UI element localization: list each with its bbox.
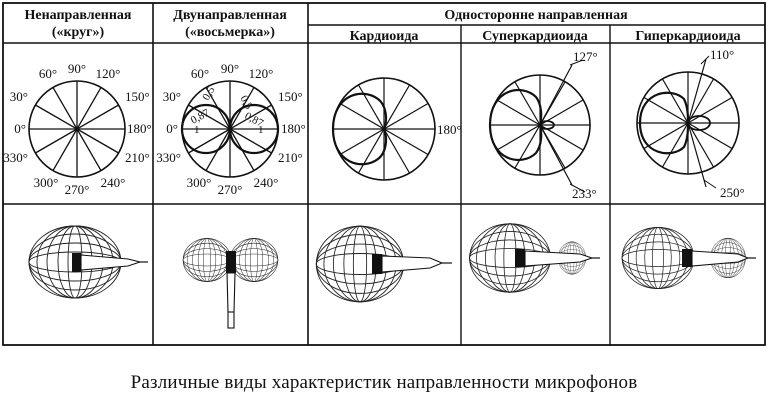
bi-polar-plot: 90° 60° 120° 30° 150° 0° 180° 330° 210° … bbox=[156, 61, 305, 197]
header-bi: Двунаправленная bbox=[173, 8, 287, 23]
bi-label-240: 240° bbox=[254, 175, 279, 190]
bi-label-120: 120° bbox=[249, 66, 274, 81]
omni-label-240: 240° bbox=[101, 175, 126, 190]
bi-label-180: 180° bbox=[281, 121, 306, 136]
bi-value-1-right: 1 bbox=[258, 124, 264, 136]
bi-label-330: 330° bbox=[156, 150, 181, 165]
bi-label-90: 90° bbox=[221, 61, 239, 76]
header-omni: Ненаправленная bbox=[25, 8, 132, 23]
header-bi-sub: («восьмерка») bbox=[185, 25, 275, 40]
header-cardioid: Кардиоида bbox=[350, 29, 419, 44]
bi-angle-labels: 90° 60° 120° 30° 150° 0° 180° 330° 210° … bbox=[156, 61, 305, 197]
bi-label-30: 30° bbox=[163, 89, 181, 104]
header-hypercardioid: Гиперкардиоида bbox=[635, 29, 740, 44]
omni-label-30: 30° bbox=[10, 89, 28, 104]
header-uni-group: Односторонне направленная bbox=[444, 8, 628, 23]
supercardioid-label-127: 127° bbox=[573, 49, 598, 64]
bi-label-150: 150° bbox=[278, 89, 303, 104]
table-grid bbox=[2, 2, 766, 346]
omni-3d-pattern bbox=[28, 225, 148, 299]
hypercardioid-label-250: 250° bbox=[720, 185, 745, 200]
header-cells: Ненаправленная («круг») Двунаправленная … bbox=[25, 8, 741, 44]
supercardioid-label-233: 233° bbox=[572, 186, 597, 201]
omni-label-270: 270° bbox=[65, 182, 90, 197]
omni-label-180: 180° bbox=[127, 121, 152, 136]
bi-label-0: 0° bbox=[166, 121, 178, 136]
header-supercardioid: Суперкардиоида bbox=[482, 29, 588, 44]
cardioid-3d-pattern bbox=[315, 225, 452, 303]
omni-polar-plot: 90° 60° 120° 30° 150° 0° 180° 330° 210° … bbox=[3, 61, 151, 197]
bi-3d-pattern bbox=[182, 238, 279, 329]
cardioid-polar-plot: 180° bbox=[331, 77, 462, 181]
omni-label-90: 90° bbox=[68, 61, 86, 76]
omni-label-300: 300° bbox=[34, 175, 59, 190]
header-omni-sub: («круг») bbox=[52, 25, 105, 40]
bi-value-1-left: 1 bbox=[194, 124, 200, 136]
omni-label-0: 0° bbox=[14, 121, 26, 136]
omni-label-150: 150° bbox=[125, 89, 150, 104]
cardioid-label-180: 180° bbox=[437, 122, 462, 137]
hypercardioid-label-110: 110° bbox=[710, 47, 734, 62]
hypercardioid-3d-pattern bbox=[621, 227, 756, 289]
omni-label-210: 210° bbox=[125, 150, 150, 165]
omni-angle-labels: 90° 60° 120° 30° 150° 0° 180° 330° 210° … bbox=[3, 61, 151, 197]
bi-label-270: 270° bbox=[218, 182, 243, 197]
supercardioid-3d-pattern bbox=[469, 223, 600, 293]
bi-label-210: 210° bbox=[278, 150, 303, 165]
bi-label-300: 300° bbox=[187, 175, 212, 190]
supercardioid-polar-plot: 127° 233° bbox=[488, 49, 598, 201]
omni-label-330: 330° bbox=[3, 150, 28, 165]
bi-value-05-left: 0,5 bbox=[200, 84, 218, 102]
omni-label-120: 120° bbox=[96, 66, 121, 81]
omni-label-60: 60° bbox=[39, 66, 57, 81]
figure-caption: Различные виды характеристик направленно… bbox=[130, 372, 638, 393]
bi-label-60: 60° bbox=[191, 66, 209, 81]
hypercardioid-polar-plot: 110° 250° bbox=[636, 47, 745, 200]
